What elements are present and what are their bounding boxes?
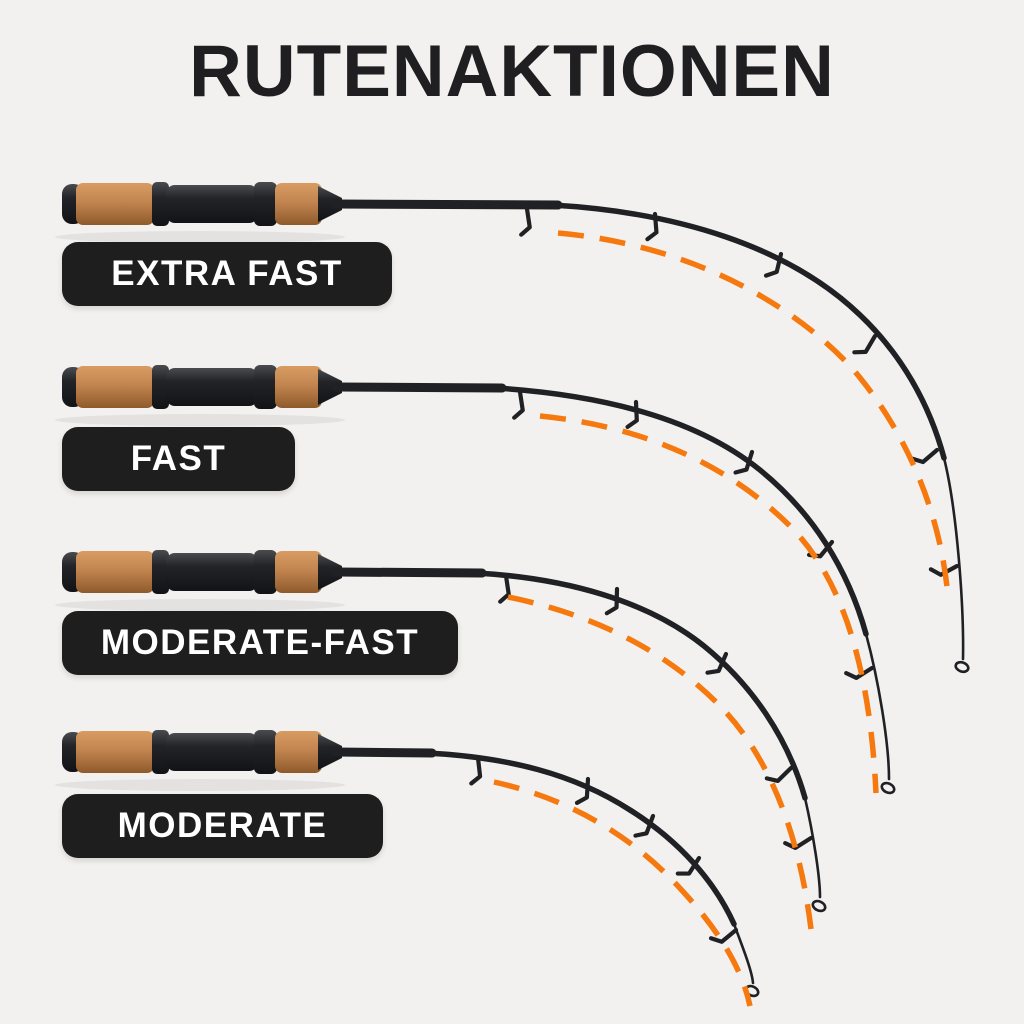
- line-guide: [607, 588, 621, 615]
- action-label-text: FAST: [130, 439, 227, 478]
- bend-curve: [539, 413, 879, 794]
- rod-blank-mid: [493, 385, 869, 637]
- rod-moderate: [55, 730, 760, 1007]
- tip-guide: [954, 660, 970, 674]
- rod-blank-base: [331, 382, 507, 393]
- rod-moderate-fast: [55, 550, 827, 930]
- action-label-moderate-fast: MODERATE-FAST: [62, 611, 458, 675]
- rod-handle: [55, 550, 345, 611]
- bend-curve: [557, 230, 950, 588]
- rod-extra-fast: [55, 182, 970, 674]
- line-guide: [471, 758, 482, 785]
- action-label-moderate: MODERATE: [62, 794, 383, 858]
- action-label-text: MODERATE-FAST: [100, 623, 420, 662]
- rod-blank-mid: [549, 202, 947, 461]
- line-guide: [785, 834, 812, 850]
- rod-handle: [55, 365, 345, 426]
- page-title: RUTENAKTIONEN: [189, 31, 835, 112]
- bend-curve: [507, 594, 814, 930]
- tip-guide: [880, 781, 896, 795]
- rod-handle: [55, 730, 345, 791]
- action-label-extra-fast: EXTRA FAST: [62, 242, 392, 306]
- line-guide: [514, 392, 524, 418]
- rod-blank-mid: [423, 750, 737, 927]
- rod-blank-tip: [732, 922, 755, 985]
- line-guide: [767, 765, 793, 786]
- tip-guide: [811, 899, 827, 913]
- rod-blank-tip: [942, 456, 965, 661]
- action-label-text: EXTRA FAST: [111, 254, 343, 293]
- rod-blank-tip: [864, 632, 891, 781]
- line-guide: [912, 446, 939, 465]
- rod-blank-base: [331, 747, 437, 758]
- line-guide: [854, 333, 878, 357]
- rod-blank-mid: [473, 570, 808, 801]
- action-label-text: MODERATE: [117, 806, 328, 845]
- action-label-fast: FAST: [62, 427, 295, 491]
- rod-blank-base: [331, 567, 487, 578]
- rod-handle: [55, 182, 345, 243]
- rod-blank-tip: [803, 796, 822, 899]
- line-guide: [521, 209, 531, 235]
- rod-blank-base: [331, 199, 563, 210]
- bend-curve: [493, 779, 753, 1007]
- rod-fast: [55, 365, 896, 795]
